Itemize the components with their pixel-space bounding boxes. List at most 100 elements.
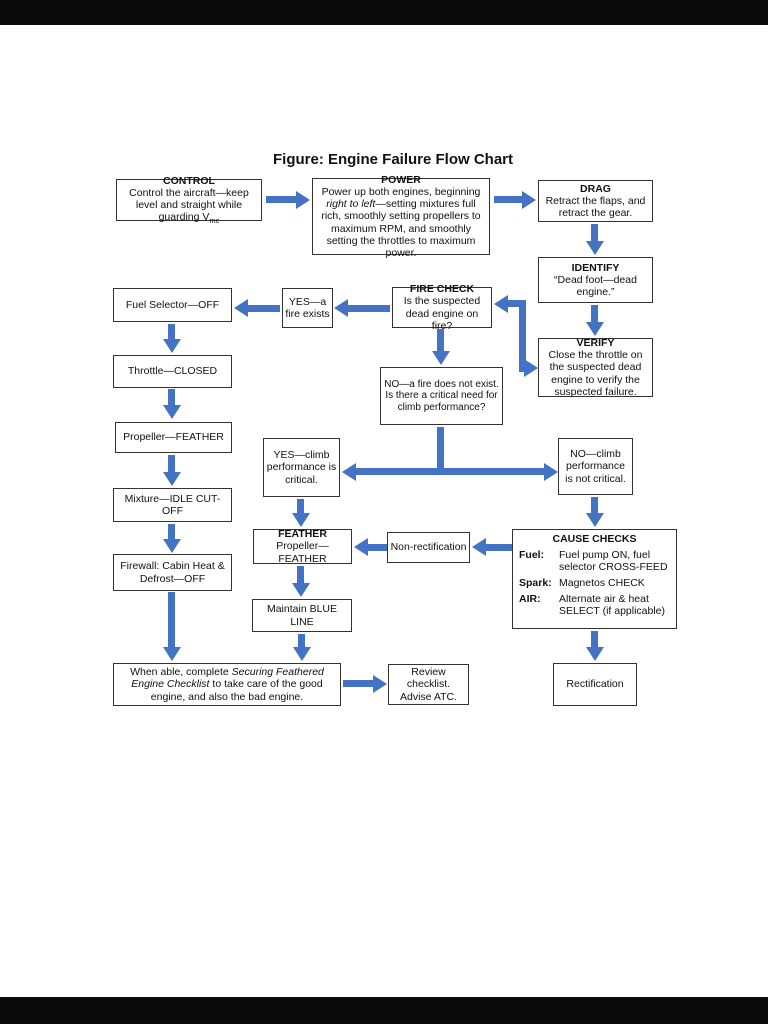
connector-nofire-branch-stem <box>437 427 444 472</box>
node-firewall: Firewall: Cabin Heat & Defrost—OFF <box>113 554 232 591</box>
arrow-nonrect-to-feather <box>368 544 387 551</box>
control-text-main: Control the aircraft—keep level and stra… <box>129 186 249 223</box>
node-throttle: Throttle—CLOSED <box>113 355 232 388</box>
arrow-firecheck-to-nofire <box>437 329 444 351</box>
arrow-firewall-to-whenable <box>168 592 175 647</box>
arrow-cause-to-rectification <box>591 631 598 647</box>
arrow-yesclimb-to-feather-head <box>292 513 310 527</box>
arrow-yesclimb-to-feather <box>297 499 304 513</box>
cause-row-air-label: AIR: <box>519 593 541 606</box>
node-fuel-selector: Fuel Selector—OFF <box>113 288 232 322</box>
cause-row-fuel-text: Fuel pump ON, fuel selector CROSS-FEED <box>559 549 668 574</box>
connector-verify-firecheck-top <box>508 300 526 307</box>
arrow-noclimb-to-cause <box>591 497 598 513</box>
arrow-firecheck-to-nofire-head <box>432 351 450 365</box>
when-able-text-italic: Securing Feathered Engine Checklist <box>131 666 324 691</box>
node-power-title: POWER <box>381 174 421 187</box>
arrow-noclimb-to-cause-head <box>586 513 604 527</box>
node-fire-check: FIRE CHECK Is the suspected dead engine … <box>392 283 492 332</box>
when-able-text-post: to take care of the good engine, and als… <box>150 678 323 703</box>
node-propeller: Propeller—FEATHER <box>115 422 232 453</box>
node-fire-check-title: FIRE CHECK <box>409 283 475 296</box>
arrow-mixture-to-firewall <box>168 524 175 539</box>
arrow-power-to-drag <box>494 196 522 203</box>
power-text-pre: Power up both engines, beginning <box>321 186 481 199</box>
arrow-cause-to-nonrect <box>486 544 512 551</box>
cause-row-air-text: Alternate air & heat SELECT (if applicab… <box>559 593 666 618</box>
top-letterbox-bar <box>0 0 768 25</box>
node-verify: VERIFY Close the throttle on the suspect… <box>538 337 653 398</box>
arrow-identify-to-verify-head <box>586 322 604 336</box>
arrow-cause-to-nonrect-head <box>472 538 486 556</box>
node-feather: FEATHER Propeller—FEATHER <box>253 528 352 565</box>
node-control: CONTROL Control the aircraft—keep level … <box>116 175 262 225</box>
arrow-feather-to-maintain <box>297 566 304 583</box>
connector-verify-firecheck-left-head <box>494 295 508 313</box>
node-review-checklist: Review checklist. Advise ATC. <box>388 664 469 705</box>
page-title: Figure: Engine Failure Flow Chart <box>272 151 513 168</box>
node-propeller-text: Propeller—FEATHER <box>123 431 224 444</box>
arrow-control-to-power-head <box>296 191 310 209</box>
connector-branch-bar <box>356 468 544 475</box>
node-maintain-blue-line: Maintain BLUE LINE <box>252 599 352 632</box>
arrow-drag-to-identify <box>591 224 598 241</box>
arrow-identify-to-verify <box>591 305 598 322</box>
when-able-text-pre: When able, complete <box>130 666 232 679</box>
node-yes-climb-text: YES—climb performance is critical. <box>266 449 337 486</box>
node-feather-text: Propeller—FEATHER <box>276 540 329 565</box>
arrow-firewall-to-whenable-head <box>163 647 181 661</box>
arrow-power-to-drag-head <box>522 191 536 209</box>
arrow-mixture-to-firewall-head <box>163 539 181 553</box>
connector-verify-firecheck-right-head <box>524 359 538 377</box>
arrow-feather-to-maintain-head <box>292 583 310 597</box>
arrow-propeller-to-mixture-head <box>163 472 181 486</box>
node-when-able-text: When able, complete Securing Feathered E… <box>116 666 338 702</box>
cause-row-spark: Spark: Magnetos CHECK <box>519 577 670 589</box>
node-identify: IDENTIFY “Dead foot—dead engine.” <box>538 257 653 303</box>
arrow-maintain-to-whenable-head <box>293 647 311 661</box>
node-throttle-text: Throttle—CLOSED <box>127 365 218 378</box>
arrow-whenable-to-review-head <box>373 675 387 693</box>
power-text-post: —setting mixtures full rich, smoothly se… <box>321 198 481 259</box>
node-control-text: Control the aircraft—keep level and stra… <box>119 187 259 226</box>
node-fire-check-text: Is the suspected dead engine on fire? <box>403 295 481 332</box>
node-control-title: CONTROL <box>163 174 215 187</box>
arrow-throttle-to-propeller-head <box>163 405 181 419</box>
node-non-rectification-text: Non-rectification <box>390 541 467 554</box>
power-text-italic: right to left <box>326 198 376 211</box>
node-non-rectification: Non-rectification <box>387 532 470 563</box>
node-cause-checks: CAUSE CHECKS Fuel: Fuel pump ON, fuel se… <box>512 529 677 629</box>
arrow-propeller-to-mixture <box>168 455 175 472</box>
cause-row-spark-text: Magnetos CHECK <box>559 577 645 590</box>
node-mixture-text: Mixture—IDLE CUT-OFF <box>124 492 221 517</box>
arrow-firecheck-to-yesfire-head <box>334 299 348 317</box>
arrow-cause-to-rectification-head <box>586 647 604 661</box>
cause-row-fuel: Fuel: Fuel pump ON, fuel selector CROSS-… <box>519 549 670 573</box>
node-drag-text: Retract the flaps, and retract the gear. <box>545 194 646 220</box>
arrow-fuelselector-to-throttle <box>168 324 175 339</box>
connector-branch-left-head <box>342 463 356 481</box>
node-power-text: Power up both engines, beginning right t… <box>315 186 487 258</box>
node-yes-climb: YES—climb performance is critical. <box>263 438 340 497</box>
node-no-fire: NO—a fire does not exist. Is there a cri… <box>380 367 503 425</box>
node-no-climb-text: NO—climb performance is not critical. <box>565 448 626 485</box>
node-firewall-text: Firewall: Cabin Heat & Defrost—OFF <box>120 560 225 585</box>
arrow-maintain-to-whenable <box>298 634 305 647</box>
node-rectification: Rectification <box>553 663 637 706</box>
connector-verify-firecheck-vertical <box>519 300 526 372</box>
node-review-line2: Advise ATC. <box>400 690 457 703</box>
arrow-drag-to-identify-head <box>586 241 604 255</box>
arrow-whenable-to-review <box>343 680 373 687</box>
node-fuel-selector-text: Fuel Selector—OFF <box>125 298 220 311</box>
node-when-able: When able, complete Securing Feathered E… <box>113 663 341 706</box>
node-drag: DRAG Retract the flaps, and retract the … <box>538 180 653 222</box>
node-drag-title: DRAG <box>580 182 611 195</box>
cause-row-fuel-label: Fuel: <box>519 549 545 562</box>
node-yes-fire-text: YES—a fire exists <box>285 295 330 320</box>
arrow-fuelselector-to-throttle-head <box>163 339 181 353</box>
node-power: POWER Power up both engines, beginning r… <box>312 174 490 259</box>
node-feather-title: FEATHER <box>278 528 327 541</box>
cause-row-air: AIR: Alternate air & heat SELECT (if app… <box>519 593 670 617</box>
arrow-firecheck-to-yesfire <box>348 305 390 312</box>
